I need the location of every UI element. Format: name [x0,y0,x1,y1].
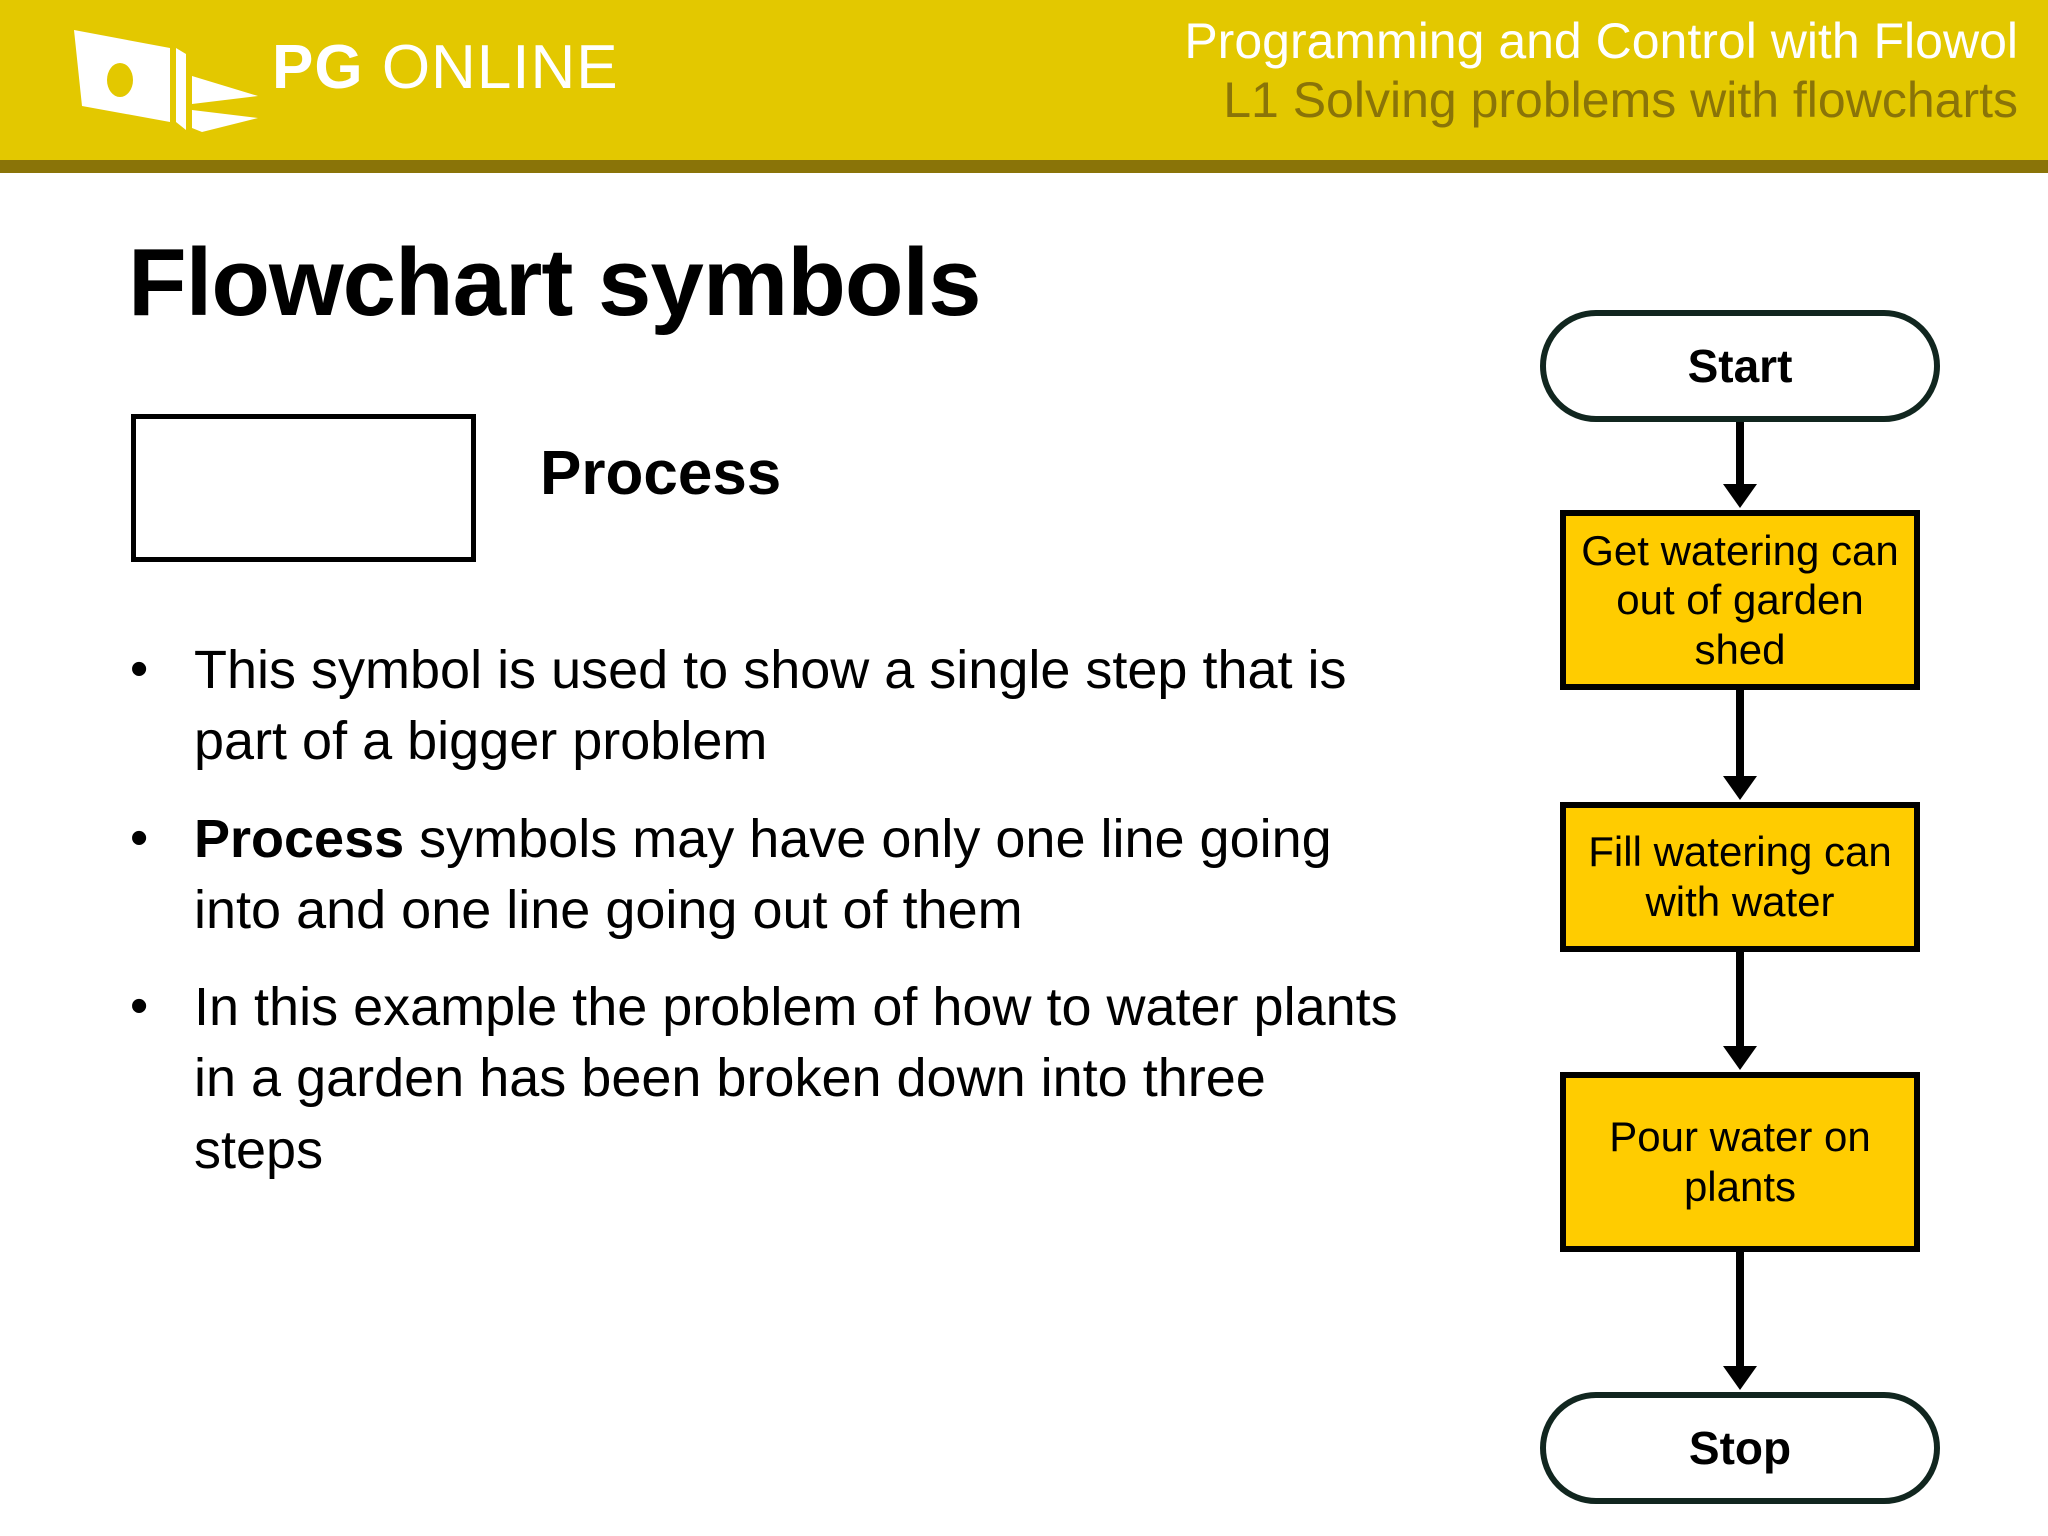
flowchart-diagram: Start Get watering can out of garden she… [1540,310,1940,1504]
flowchart-connector-arrow-down [1723,690,1757,800]
header-title-block: Programming and Control with Flowol L1 S… [1184,12,2018,130]
lesson-subtitle: L1 Solving problems with flowcharts [1223,72,2018,128]
brand-wordmark-online: ONLINE [381,33,619,102]
bullet-list: • This symbol is used to show a single s… [118,635,1408,1212]
flowchart-node-stop: Stop [1540,1392,1940,1504]
flowchart-connector-arrow-down [1723,952,1757,1070]
process-symbol-example [131,414,476,562]
bullet-marker: • [130,977,149,1036]
brand-wordmark-pg: PG [272,33,364,102]
brand-wordmark: PG ONLINE [272,32,619,103]
bullet-text: Process symbols may have only one line g… [194,804,1408,947]
list-item: • In this example the problem of how to … [118,972,1408,1186]
flowchart-node-process-2: Fill watering can with water [1560,802,1920,952]
process-symbol-label: Process [540,439,782,508]
bullet-text: This symbol is used to show a single ste… [194,635,1408,778]
bullet-marker: • [130,640,149,698]
flowchart-node-start: Start [1540,310,1940,422]
header-band: PG ONLINE Programming and Control with F… [0,0,2048,160]
flowchart-connector-arrow-down [1723,1252,1757,1390]
flowchart-node-process-3: Pour water on plants [1560,1072,1920,1252]
page-title: Flowchart symbols [128,229,982,336]
list-item: • Process symbols may have only one line… [118,804,1408,947]
bullet-text: In this example the problem of how to wa… [194,972,1408,1186]
bullet-marker: • [130,808,149,867]
flowchart-node-process-1: Get watering can out of garden shed [1560,510,1920,690]
flowchart-connector-arrow-down [1723,422,1757,508]
bullet-body: symbols may have only one line going int… [194,808,1332,940]
course-title: Programming and Control with Flowol [1184,13,2018,69]
list-item: • This symbol is used to show a single s… [118,635,1408,778]
bullet-body: In this example the problem of how to wa… [194,977,1398,1180]
header-divider-rule [0,160,2048,173]
pg-online-laptop-book-icon [52,18,272,138]
bullet-body: This symbol is used to show a single ste… [194,640,1347,772]
bullet-lead-bold: Process [194,808,405,869]
